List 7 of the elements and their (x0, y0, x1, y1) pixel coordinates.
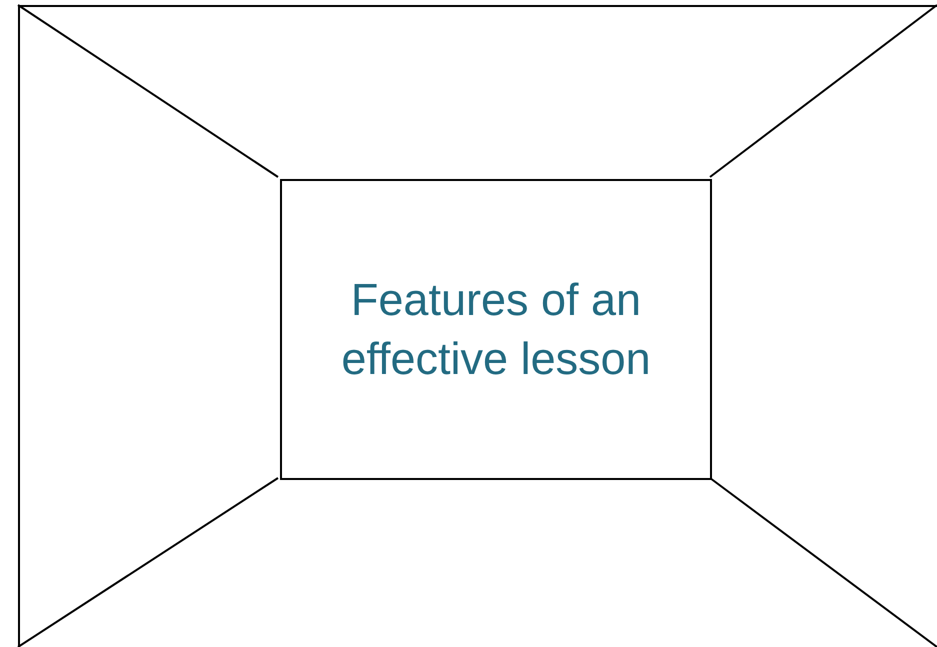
frame-box (18, 5, 937, 647)
connector-line (709, 4, 937, 178)
connector-line (17, 477, 279, 647)
center-box (280, 179, 712, 480)
connector-line (17, 4, 279, 178)
connector-line (709, 477, 937, 647)
box-title: Features of an effective lesson (340, 273, 652, 386)
